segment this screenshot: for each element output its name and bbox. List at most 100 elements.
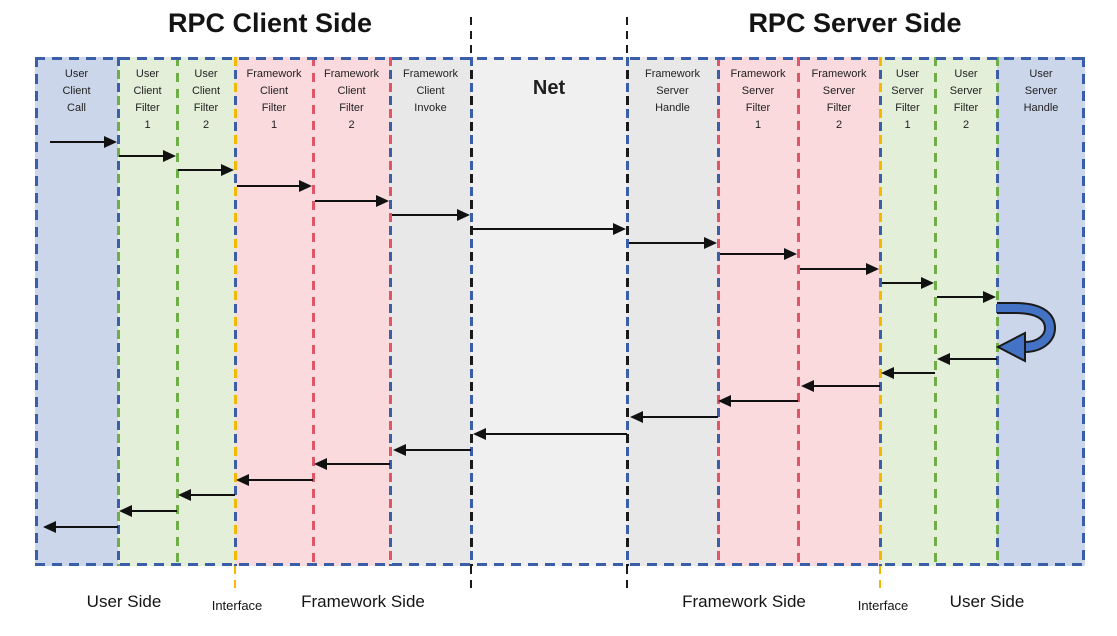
self-call-loop-arrow: [995, 301, 1065, 365]
lane-label-framework-client-invoke: Framework Client Invoke: [402, 68, 458, 114]
orange-stub-line: [234, 566, 236, 589]
lane-divider: [312, 57, 315, 566]
request-arrow-line: [119, 155, 166, 157]
request-arrow-line: [720, 253, 787, 255]
response-arrow-head: [178, 489, 191, 501]
response-arrow-head: [43, 521, 56, 533]
request-arrow-head: [299, 180, 312, 192]
request-arrow-line: [392, 214, 460, 216]
response-arrow-head: [236, 474, 249, 486]
lane-label-user-server-handle: User Server Handle: [1023, 68, 1059, 114]
response-arrow-line: [324, 463, 390, 465]
lane-net: [471, 57, 627, 566]
response-arrow-line: [728, 400, 798, 402]
request-arrow-head: [784, 248, 797, 260]
request-arrow-line: [178, 169, 224, 171]
lane-framework-client-filter-2: [313, 57, 390, 566]
lane-divider: [879, 57, 882, 566]
request-arrow: [629, 237, 717, 249]
region-label: Framework Side: [682, 592, 806, 611]
diagram-border-bottom: [35, 563, 1085, 566]
response-arrow: [236, 474, 313, 486]
lane-label-user-client-filter-2: User Client Filter 2: [191, 68, 221, 131]
diagram-border-left: [35, 57, 38, 566]
region-label: User Side: [86, 592, 162, 611]
request-arrow-line: [50, 141, 107, 143]
response-arrow: [937, 353, 997, 365]
black-stub-line: [470, 17, 472, 57]
request-arrow-head: [921, 277, 934, 289]
response-arrow: [393, 444, 471, 456]
response-arrow-head: [314, 458, 327, 470]
lane-divider: [176, 57, 179, 566]
response-arrow-line: [129, 510, 177, 512]
black-stub-line: [470, 566, 472, 592]
lane-framework-client-invoke: [390, 57, 471, 566]
server-side-title: RPC Server Side: [748, 8, 962, 38]
response-arrow: [630, 411, 718, 423]
request-arrow: [882, 277, 934, 289]
request-arrow-line: [882, 282, 924, 284]
request-arrow-head: [221, 164, 234, 176]
response-arrow-head: [630, 411, 643, 423]
lane-divider: [626, 57, 629, 566]
diagram-border-top: [35, 57, 1085, 60]
lane-framework-server-filter-1: [718, 57, 798, 566]
request-arrow: [937, 291, 996, 303]
response-arrow: [43, 521, 118, 533]
region-label: User Side: [949, 592, 1025, 611]
lane-label-user-client-filter-1: User Client Filter 1: [133, 68, 162, 131]
response-arrow-head: [473, 428, 486, 440]
response-arrow-head: [393, 444, 406, 456]
lane-user-client-call: [35, 57, 118, 566]
lane-label-user-server-filter-1: User Server Filter 1: [891, 68, 924, 131]
lane-label-net: Net: [532, 77, 566, 99]
request-arrow: [50, 136, 117, 148]
response-arrow-line: [891, 372, 935, 374]
region-label: Framework Side: [301, 592, 425, 611]
request-arrow: [392, 209, 470, 221]
request-arrow: [473, 223, 626, 235]
request-arrow-head: [866, 263, 879, 275]
response-arrow: [314, 458, 390, 470]
request-arrow-line: [800, 268, 869, 270]
diagram-border-right: [1082, 57, 1085, 566]
lane-divider: [797, 57, 800, 566]
lane-divider: [717, 57, 720, 566]
request-arrow: [237, 180, 312, 192]
request-arrow-head: [457, 209, 470, 221]
response-arrow-line: [811, 385, 880, 387]
lane-framework-server-filter-2: [798, 57, 880, 566]
region-label: Interface: [211, 598, 263, 613]
lane-user-server-filter-1: [880, 57, 935, 566]
response-arrow-line: [483, 433, 627, 435]
lane-divider: [389, 57, 392, 566]
response-arrow-head: [937, 353, 950, 365]
response-arrow-line: [188, 494, 235, 496]
lane-user-client-filter-1: [118, 57, 177, 566]
request-arrow-line: [629, 242, 707, 244]
self-call-loop-svg: [995, 302, 1057, 363]
lane-user-client-filter-2: [177, 57, 235, 566]
response-arrow-line: [246, 479, 313, 481]
lane-divider: [470, 57, 473, 566]
response-arrow-line: [53, 526, 118, 528]
request-arrow-head: [376, 195, 389, 207]
request-arrow: [720, 248, 797, 260]
lane-framework-server-handle: [627, 57, 718, 566]
lane-label-user-client-call: User Client Call: [62, 68, 91, 114]
response-arrow: [473, 428, 627, 440]
request-arrow-head: [983, 291, 996, 303]
client-side-title: RPC Client Side: [167, 8, 373, 38]
response-arrow-head: [718, 395, 731, 407]
region-label: Interface: [857, 598, 909, 613]
request-arrow-head: [613, 223, 626, 235]
response-arrow-head: [119, 505, 132, 517]
lane-label-framework-server-filter-2: Framework Server Filter 2: [811, 68, 867, 131]
black-stub-line: [626, 566, 628, 592]
request-arrow-head: [704, 237, 717, 249]
request-arrow-head: [104, 136, 117, 148]
lane-label-framework-client-filter-1: Framework Client Filter 1: [246, 68, 302, 131]
request-arrow-head: [163, 150, 176, 162]
